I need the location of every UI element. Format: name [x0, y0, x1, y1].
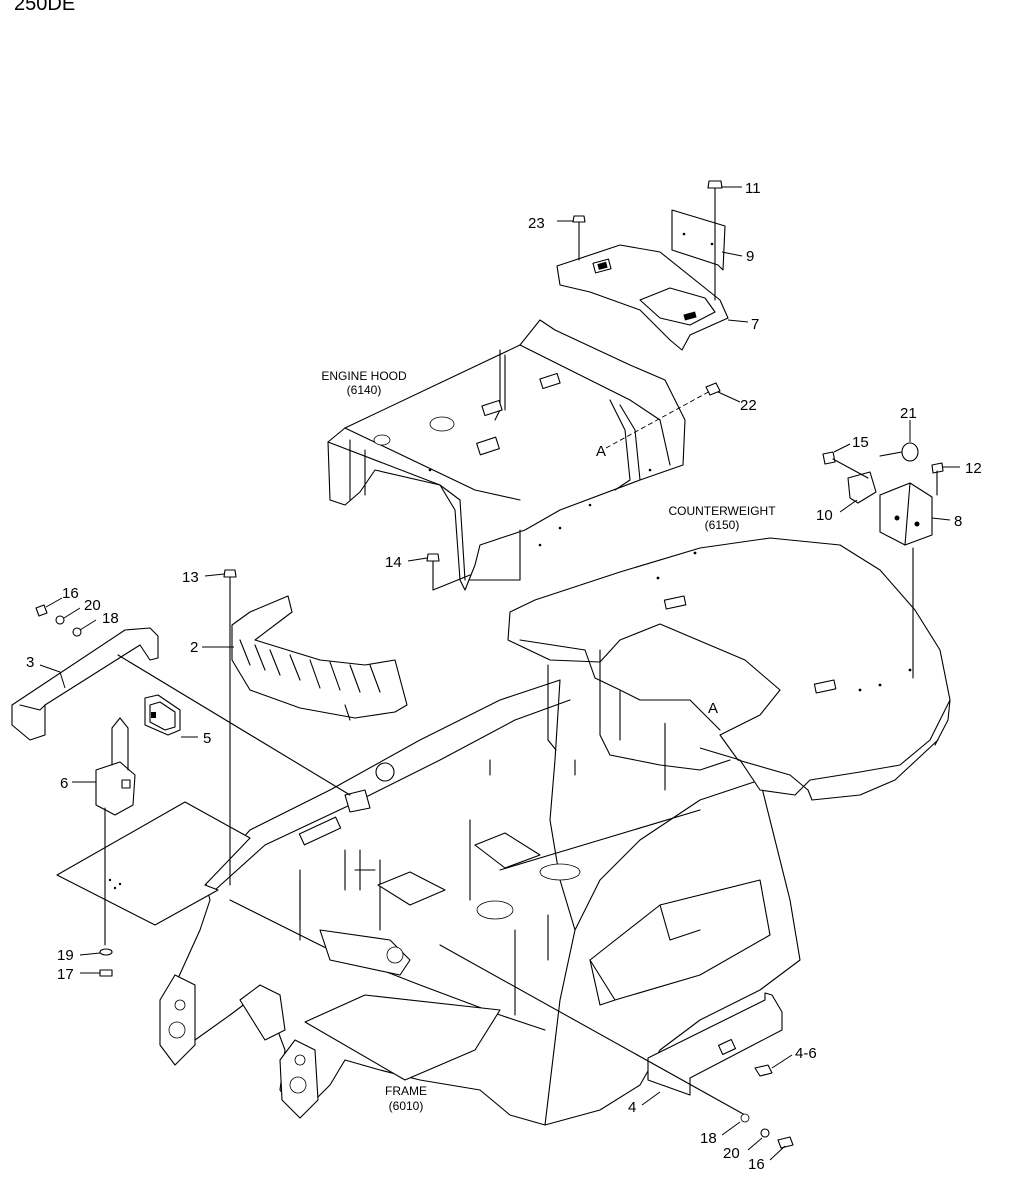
- section-mark-bottom: A: [708, 700, 718, 717]
- section-mark-top: A: [596, 443, 606, 460]
- floor-plate-left: [56, 801, 251, 977]
- bolt-14: [426, 553, 440, 562]
- counterweight-label: COUNTERWEIGHT: [668, 504, 776, 518]
- callout-20-upper: 20: [84, 597, 101, 614]
- engine-hood-label: ENGINE HOOD: [321, 369, 407, 383]
- frame-label: FRAME: [385, 1084, 427, 1098]
- callout-6: 6: [60, 775, 68, 792]
- leader-lines: [39, 186, 960, 1161]
- callout-18-lower: 18: [700, 1130, 717, 1147]
- counterweight-code: (6150): [705, 518, 740, 532]
- callout-18-upper: 18: [102, 610, 119, 627]
- engine-hood-assembly: [327, 319, 686, 591]
- cover-8-group: [822, 442, 944, 679]
- callout-16-lower: 16: [748, 1156, 765, 1173]
- callout-4-6: 4-6: [795, 1045, 817, 1062]
- callout-4: 4: [628, 1099, 636, 1116]
- callout-12: 12: [965, 460, 982, 477]
- bolt-16-upper: [35, 604, 48, 617]
- callout-9: 9: [746, 248, 754, 265]
- frame-assembly: [159, 664, 801, 1126]
- callout-8: 8: [954, 513, 962, 530]
- engine-hood-code: (6140): [347, 383, 382, 397]
- callout-11: 11: [745, 180, 761, 197]
- bracket-4: [439, 944, 794, 1149]
- model-title: 250DE: [14, 0, 75, 15]
- guard-2: [231, 595, 408, 721]
- callout-22: 22: [740, 397, 757, 414]
- callout-3: 3: [26, 654, 34, 671]
- parts-5-6: [95, 694, 181, 816]
- callout-23: 23: [528, 215, 545, 232]
- callout-7: 7: [751, 316, 759, 333]
- bracket-3: [11, 627, 351, 796]
- callout-20-lower: 20: [723, 1145, 740, 1162]
- bolt-22: [705, 382, 721, 396]
- washer-18-upper: [72, 627, 82, 637]
- callout-numbers: 11 23 9 7 22 21 15 12 10 8 13 14 16 20 1…: [26, 180, 982, 1173]
- callout-15: 15: [852, 434, 869, 451]
- counterweight-assembly: [507, 537, 951, 801]
- callout-17: 17: [57, 966, 74, 983]
- callout-19: 19: [57, 947, 74, 964]
- frame-code: (6010): [389, 1099, 424, 1113]
- washer-20-upper: [55, 615, 65, 625]
- callout-21: 21: [900, 405, 917, 422]
- callout-14: 14: [385, 554, 402, 571]
- callout-13: 13: [182, 569, 199, 586]
- callout-5: 5: [203, 730, 211, 747]
- callout-16-upper: 16: [62, 585, 79, 602]
- bolt-13: [223, 569, 237, 578]
- callout-10: 10: [816, 507, 833, 524]
- callout-2: 2: [190, 639, 198, 656]
- hood-cover-parts: [556, 180, 729, 351]
